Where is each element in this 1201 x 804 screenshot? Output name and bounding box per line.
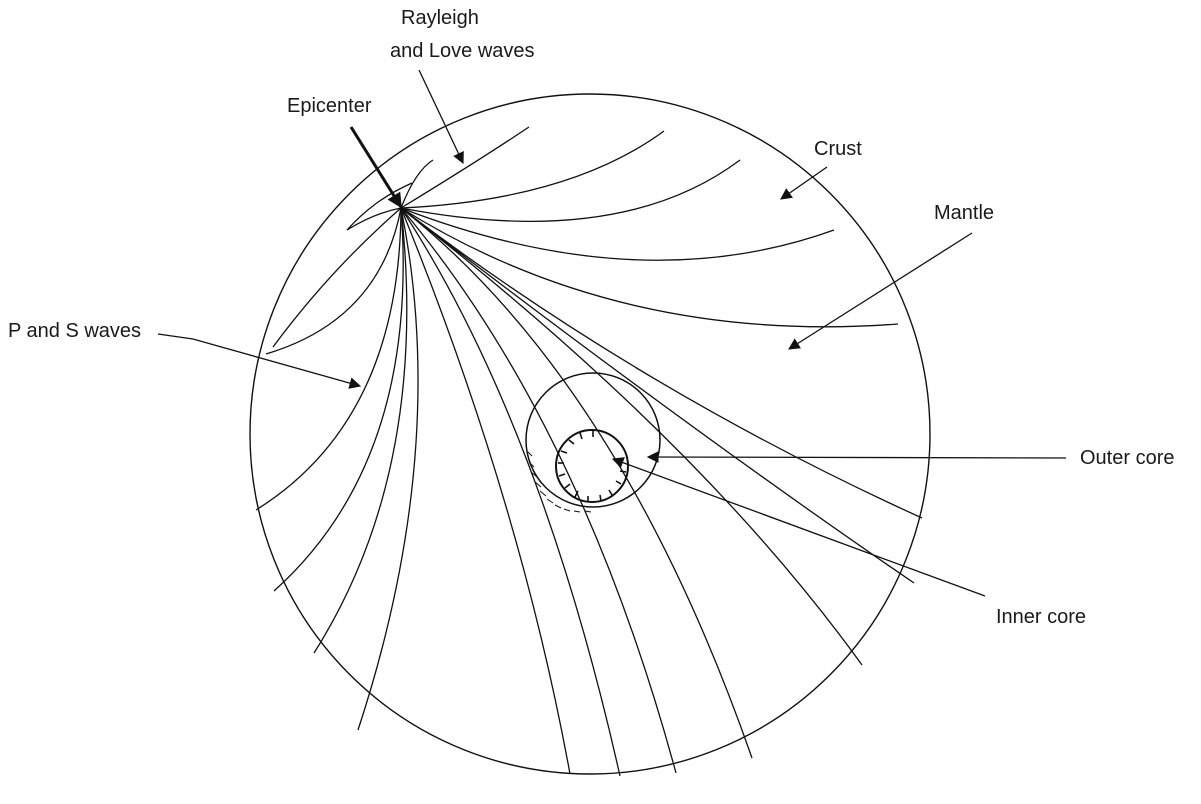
p-and-s-pointer: [157, 333, 362, 389]
crust-pointer: [780, 166, 828, 200]
seismic-ray-paths: [255, 126, 923, 777]
ray-path: [313, 207, 408, 654]
label-rayleigh-line1: Rayleigh: [401, 7, 479, 29]
surface-wave-path: [346, 182, 413, 231]
mantle-pointer: [788, 232, 973, 350]
inner-core-pointer: [611, 457, 986, 597]
label-outer-core: Outer core: [1080, 447, 1174, 469]
ray-path: [272, 207, 402, 348]
ray-path: [400, 207, 753, 759]
ray-path: [400, 207, 899, 328]
surface-wave-path: [400, 159, 434, 209]
epicenter-pointer: [349, 126, 403, 209]
core-shadow-hatching: [527, 451, 592, 513]
surface-wave-path: [346, 207, 402, 231]
earth-outline: [249, 93, 931, 775]
ray-path: [400, 207, 923, 519]
ray-path: [400, 207, 863, 666]
label-p-and-s-waves: P and S waves: [8, 320, 141, 342]
ray-path: [400, 207, 571, 775]
inner-core: [555, 429, 629, 503]
ray-path: [400, 207, 621, 777]
label-rayleigh-line2: and Love waves: [390, 40, 535, 62]
rayleigh-pointer: [418, 69, 464, 165]
ray-path: [400, 159, 741, 222]
ray-path: [400, 207, 835, 261]
ray-path: [255, 207, 402, 511]
inner-core-hatching: [558, 430, 627, 502]
ray-path: [357, 207, 419, 731]
label-crust: Crust: [814, 138, 862, 160]
ray-path: [400, 130, 665, 209]
ray-path: [265, 207, 402, 355]
label-inner-core: Inner core: [996, 606, 1086, 628]
outer-core: [525, 372, 661, 508]
surface-wave-path: [400, 126, 530, 209]
ray-path: [400, 207, 915, 584]
outer-core-pointer: [646, 451, 1067, 463]
label-mantle: Mantle: [934, 202, 994, 224]
label-epicenter: Epicenter: [287, 95, 372, 117]
ray-path: [400, 207, 677, 774]
ray-path: [273, 207, 404, 592]
